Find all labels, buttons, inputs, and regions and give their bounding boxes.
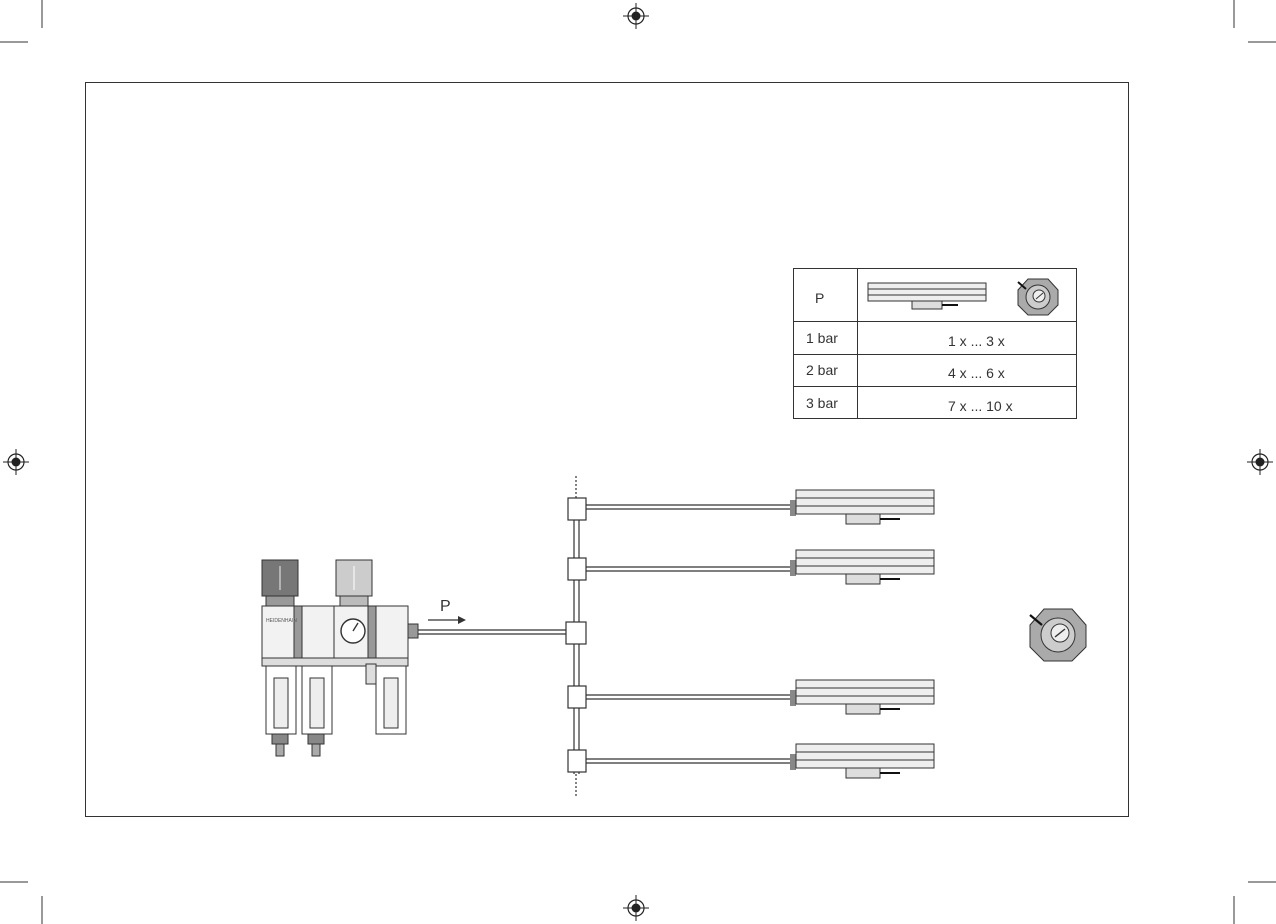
- unit-brand-label: HEIDENHAIN: [266, 618, 297, 624]
- table-cell-pressure: 3 bar: [806, 395, 838, 411]
- ionizer-bar: [790, 490, 934, 524]
- table-header-pressure: P: [815, 290, 824, 306]
- table-divider: [794, 354, 1076, 355]
- air-manifold: [418, 476, 586, 798]
- ionizer-bar: [790, 680, 934, 714]
- registration-mark-right: [1247, 449, 1273, 475]
- table-divider: [794, 321, 1076, 322]
- table-cell-quantity: 4 x ... 6 x: [948, 365, 1005, 381]
- registration-mark-bottom: [623, 895, 649, 921]
- table-cell-pressure: 2 bar: [806, 362, 838, 378]
- table-header-equipment: [866, 277, 1070, 317]
- flow-arrow: [428, 616, 466, 624]
- pressure-table: P 1 bar 1 x ... 3 x 2 bar 4 x ... 6 x 3 …: [793, 268, 1077, 419]
- table-cell-quantity: 1 x ... 3 x: [948, 333, 1005, 349]
- flow-label: P: [440, 598, 451, 616]
- table-cell-quantity: 7 x ... 10 x: [948, 398, 1013, 414]
- gauge-sensor: [1030, 609, 1086, 661]
- ionizer-bar-icon: [868, 283, 986, 309]
- branch-lines: [586, 505, 790, 763]
- registration-mark-top: [623, 3, 649, 29]
- gauge-sensor-icon: [1018, 279, 1058, 315]
- table-cell-pressure: 1 bar: [806, 330, 838, 346]
- table-divider: [794, 386, 1076, 387]
- registration-mark-left: [3, 449, 29, 475]
- ionizer-bar: [790, 550, 934, 584]
- table-divider: [857, 269, 858, 418]
- air-preparation-unit: [262, 560, 418, 756]
- ionizer-bar: [790, 744, 934, 778]
